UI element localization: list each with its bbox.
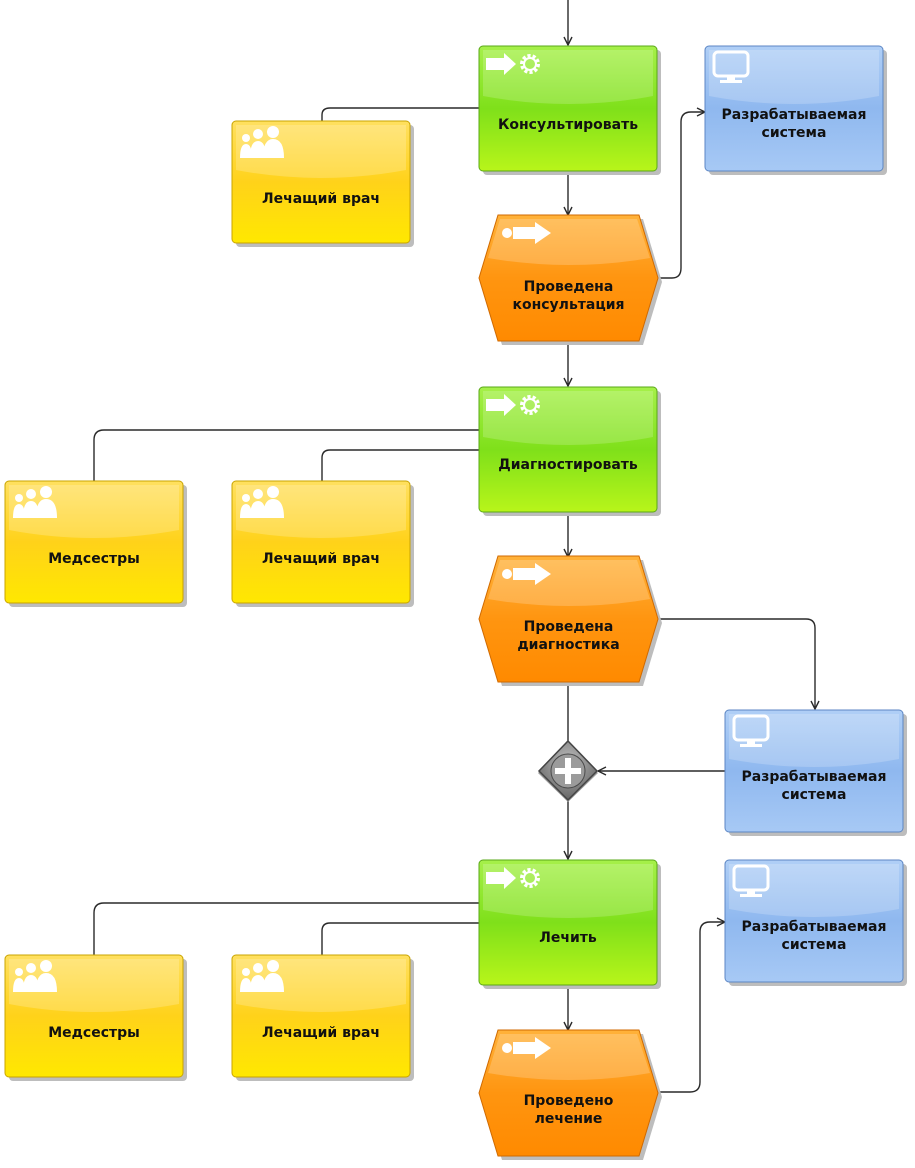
system-node[interactable]: [724, 709, 907, 836]
connector-event-to-system1: [658, 112, 705, 279]
people-group-icon: [13, 486, 57, 518]
event-arrow-icon: [502, 222, 551, 244]
and-gateway[interactable]: [537, 739, 599, 802]
event-node[interactable]: [478, 214, 662, 345]
system-node[interactable]: [724, 859, 907, 986]
event-node[interactable]: [478, 555, 662, 686]
role-node[interactable]: [231, 120, 414, 247]
connector-event-to-system3: [658, 922, 725, 1093]
role-node[interactable]: [231, 480, 414, 607]
plus-icon: [555, 758, 581, 784]
connector-doctor3-to-treat: [321, 922, 479, 955]
function-arrow-gear-icon: [486, 53, 540, 75]
people-group-icon: [240, 486, 284, 518]
function-node[interactable]: [478, 386, 661, 516]
people-group-icon: [13, 960, 57, 992]
people-group-icon: [240, 126, 284, 158]
role-node[interactable]: [4, 954, 187, 1081]
function-node[interactable]: [478, 45, 661, 175]
event-arrow-icon: [502, 1037, 551, 1059]
connector-doctor2-to-diagnose: [321, 449, 479, 481]
connector-doctor1-to-consult: [321, 107, 479, 121]
role-node[interactable]: [4, 480, 187, 607]
function-arrow-gear-icon: [486, 394, 540, 416]
event-arrow-icon: [502, 563, 551, 585]
computer-monitor-icon: [712, 50, 750, 83]
role-node[interactable]: [231, 954, 414, 1081]
function-arrow-gear-icon: [486, 867, 540, 889]
people-group-icon: [240, 960, 284, 992]
connector-nurses2-to-treat: [93, 902, 479, 955]
function-node[interactable]: [478, 859, 661, 989]
system-node[interactable]: [704, 45, 887, 175]
event-node[interactable]: [478, 1029, 662, 1160]
connector-event-to-system2: [658, 618, 815, 709]
connector-nurses1-to-diagnose: [93, 429, 479, 481]
connectors: [93, 0, 815, 1093]
computer-monitor-icon: [732, 714, 770, 747]
computer-monitor-icon: [732, 864, 770, 897]
